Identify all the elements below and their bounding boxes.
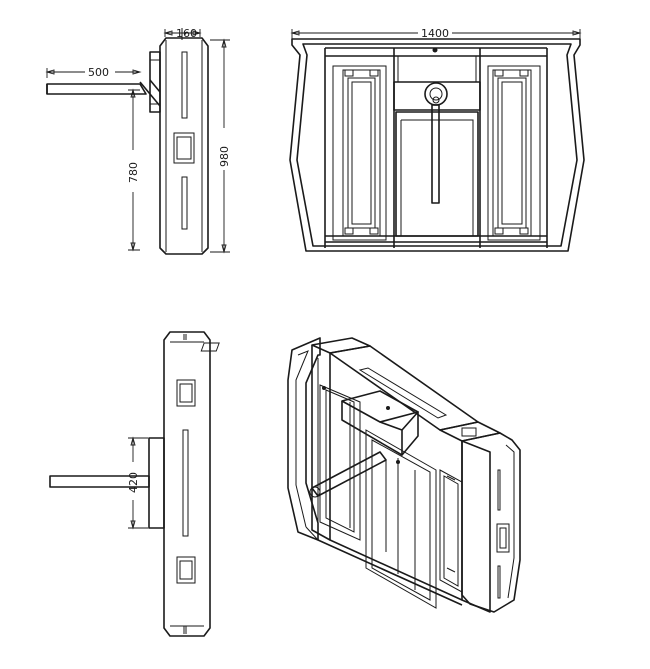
dim-depth-label: 160: [176, 27, 197, 40]
side-dimensions: 160 500 780 980: [45, 27, 231, 254]
top-lamp-icon: [432, 47, 438, 53]
front-dimensions: 1400: [290, 27, 582, 42]
dim-width-label: 1400: [421, 27, 449, 40]
dim-arm-height-side-label: 420: [127, 472, 140, 493]
front-elevation-view: [289, 38, 585, 252]
plan-view: [49, 331, 211, 637]
dim-arm-height-label: 780: [127, 162, 140, 183]
plan-dimensions: 420: [127, 436, 148, 530]
dim-cabinet-height-label: 980: [218, 146, 231, 167]
isometric-view: [200, 337, 521, 613]
rotor-hub-icon: [424, 82, 448, 106]
dim-arm-length-label: 500: [88, 66, 109, 79]
side-elevation-view: [46, 28, 209, 255]
